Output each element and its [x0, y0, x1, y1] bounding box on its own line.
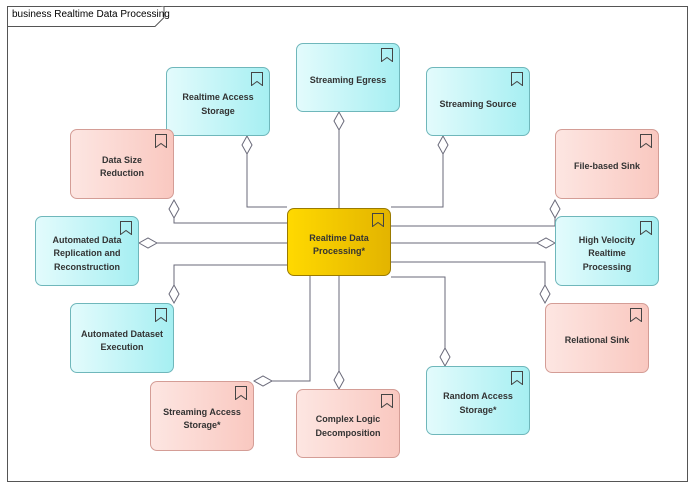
node-relsink[interactable]: Relational Sink: [545, 303, 649, 373]
frame-title: business Realtime Data Processing: [12, 9, 170, 20]
node-reduction[interactable]: Data Size Reduction: [70, 129, 174, 199]
bookmark-icon: [381, 48, 393, 62]
aggregation-diamond-egress: [333, 110, 345, 132]
connector-reduction[interactable]: [173, 218, 287, 224]
aggregation-diamond-highvel: [535, 237, 557, 249]
aggregation-diamond-filesink: [549, 198, 561, 220]
bookmark-icon: [235, 386, 247, 400]
bookmark-icon: [251, 72, 263, 86]
node-egress[interactable]: Streaming Egress: [296, 43, 400, 112]
node-reduction-label: Data Size Reduction: [100, 154, 144, 178]
node-streamstore-label: Streaming Access Storage*: [163, 406, 241, 430]
bookmark-icon: [372, 213, 384, 227]
node-ras[interactable]: Realtime Access Storage: [166, 67, 270, 136]
node-source-label: Streaming Source: [439, 98, 517, 109]
aggregation-diamond-complex: [333, 369, 345, 391]
node-complex-label: Complex Logic Decomposition: [315, 414, 381, 438]
connector-filesink[interactable]: [391, 218, 556, 227]
node-source[interactable]: Streaming Source: [426, 67, 530, 136]
bookmark-icon: [640, 134, 652, 148]
aggregation-diamond-relsink: [539, 283, 551, 305]
node-autoexec-label: Automated Dataset Execution: [80, 328, 163, 352]
bookmark-icon: [155, 134, 167, 148]
aggregation-diamond-random: [439, 346, 451, 368]
connector-streamstore[interactable]: [272, 276, 311, 382]
node-autoexec[interactable]: Automated Dataset Execution: [70, 303, 174, 373]
bookmark-icon: [640, 221, 652, 235]
bookmark-icon: [120, 221, 132, 235]
node-complex[interactable]: Complex Logic Decomposition: [296, 389, 400, 458]
connector-relsink[interactable]: [391, 261, 546, 285]
node-highvel-label: High Velocity Realtime Processing: [578, 235, 636, 272]
connector-ras[interactable]: [246, 154, 287, 208]
aggregation-diamond-autoexec: [168, 283, 180, 305]
node-random-label: Random Access Storage*: [443, 391, 513, 415]
node-ras-label: Realtime Access Storage: [182, 92, 254, 116]
connector-source[interactable]: [391, 154, 444, 208]
bookmark-icon: [511, 72, 523, 86]
bookmark-icon: [630, 308, 642, 322]
node-streamstore[interactable]: Streaming Access Storage*: [150, 381, 254, 451]
aggregation-diamond-ras: [241, 134, 253, 156]
connector-autoexec[interactable]: [173, 264, 287, 285]
aggregation-diamond-source: [437, 134, 449, 156]
node-replication[interactable]: Automated Data Replication and Reconstru…: [35, 216, 139, 286]
aggregation-diamond-streamstore: [252, 375, 274, 387]
node-realtime-data-processing[interactable]: Realtime Data Processing*: [287, 208, 391, 276]
bookmark-icon: [155, 308, 167, 322]
bookmark-icon: [381, 394, 393, 408]
node-relsink-label: Relational Sink: [564, 335, 630, 346]
node-highvel[interactable]: High Velocity Realtime Processing: [555, 216, 659, 286]
bookmark-icon: [511, 371, 523, 385]
aggregation-diamond-replication: [137, 237, 159, 249]
node-filesink[interactable]: File-based Sink: [555, 129, 659, 199]
node-replication-label: Automated Data Replication and Reconstru…: [52, 235, 122, 272]
node-realtime-data-processing-label: Realtime Data Processing*: [309, 232, 369, 256]
node-random[interactable]: Random Access Storage*: [426, 366, 530, 435]
aggregation-diamond-reduction: [168, 198, 180, 220]
connector-random[interactable]: [391, 276, 446, 348]
node-filesink-label: File-based Sink: [573, 161, 641, 172]
node-egress-label: Streaming Egress: [309, 74, 387, 85]
